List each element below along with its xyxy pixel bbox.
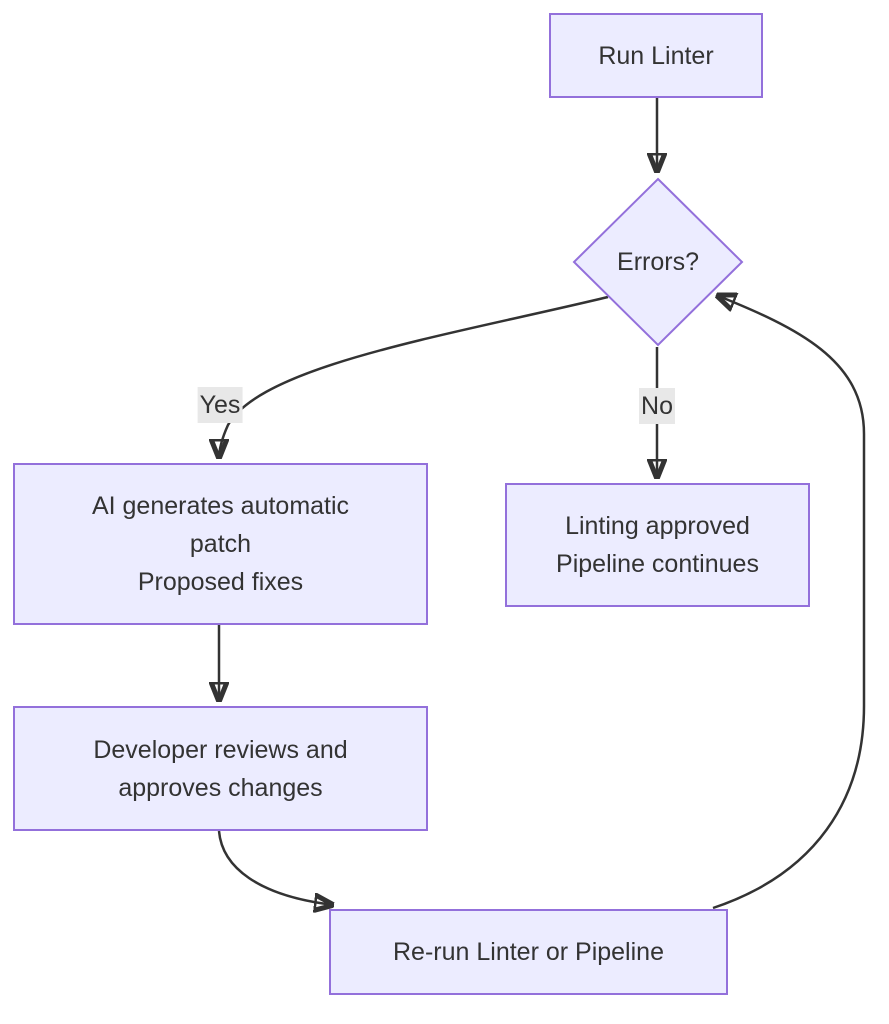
edge-errors-yes-to-ai-patch — [219, 295, 609, 460]
node-errors: Errors? — [572, 177, 744, 347]
edge-label-no: No — [639, 388, 675, 424]
node-rerun: Re-run Linter or Pipeline — [329, 909, 728, 995]
node-ai-patch-line-1: AI generates automatic — [91, 492, 350, 520]
node-rerun-label: Re-run Linter or Pipeline — [393, 938, 664, 966]
node-linting-approved: Linting approved Pipeline continues — [505, 483, 810, 607]
node-developer-review-line-1: Developer reviews and — [93, 735, 348, 764]
node-errors-label: Errors? — [617, 248, 699, 276]
diamond-shape — [572, 177, 744, 347]
node-developer-review: Developer reviews and approves changes — [13, 706, 428, 831]
node-ai-patch-line-2: patch — [189, 530, 252, 558]
edge-label-yes: Yes — [197, 387, 243, 423]
edge-rerun-to-errors — [713, 295, 866, 910]
node-ai-patch: AI generates automatic patch Proposed fi… — [13, 463, 428, 625]
node-developer-review-line-2: approves changes — [118, 773, 323, 802]
node-linting-approved-line-1: Linting approved — [565, 512, 750, 540]
node-linting-approved-line-2: Pipeline continues — [556, 550, 759, 578]
edge-developer-review-to-rerun — [217, 830, 334, 905]
node-ai-patch-line-3: Proposed fixes — [137, 568, 304, 596]
node-run-linter-label: Run Linter — [598, 41, 714, 70]
node-run-linter: Run Linter — [549, 13, 763, 98]
